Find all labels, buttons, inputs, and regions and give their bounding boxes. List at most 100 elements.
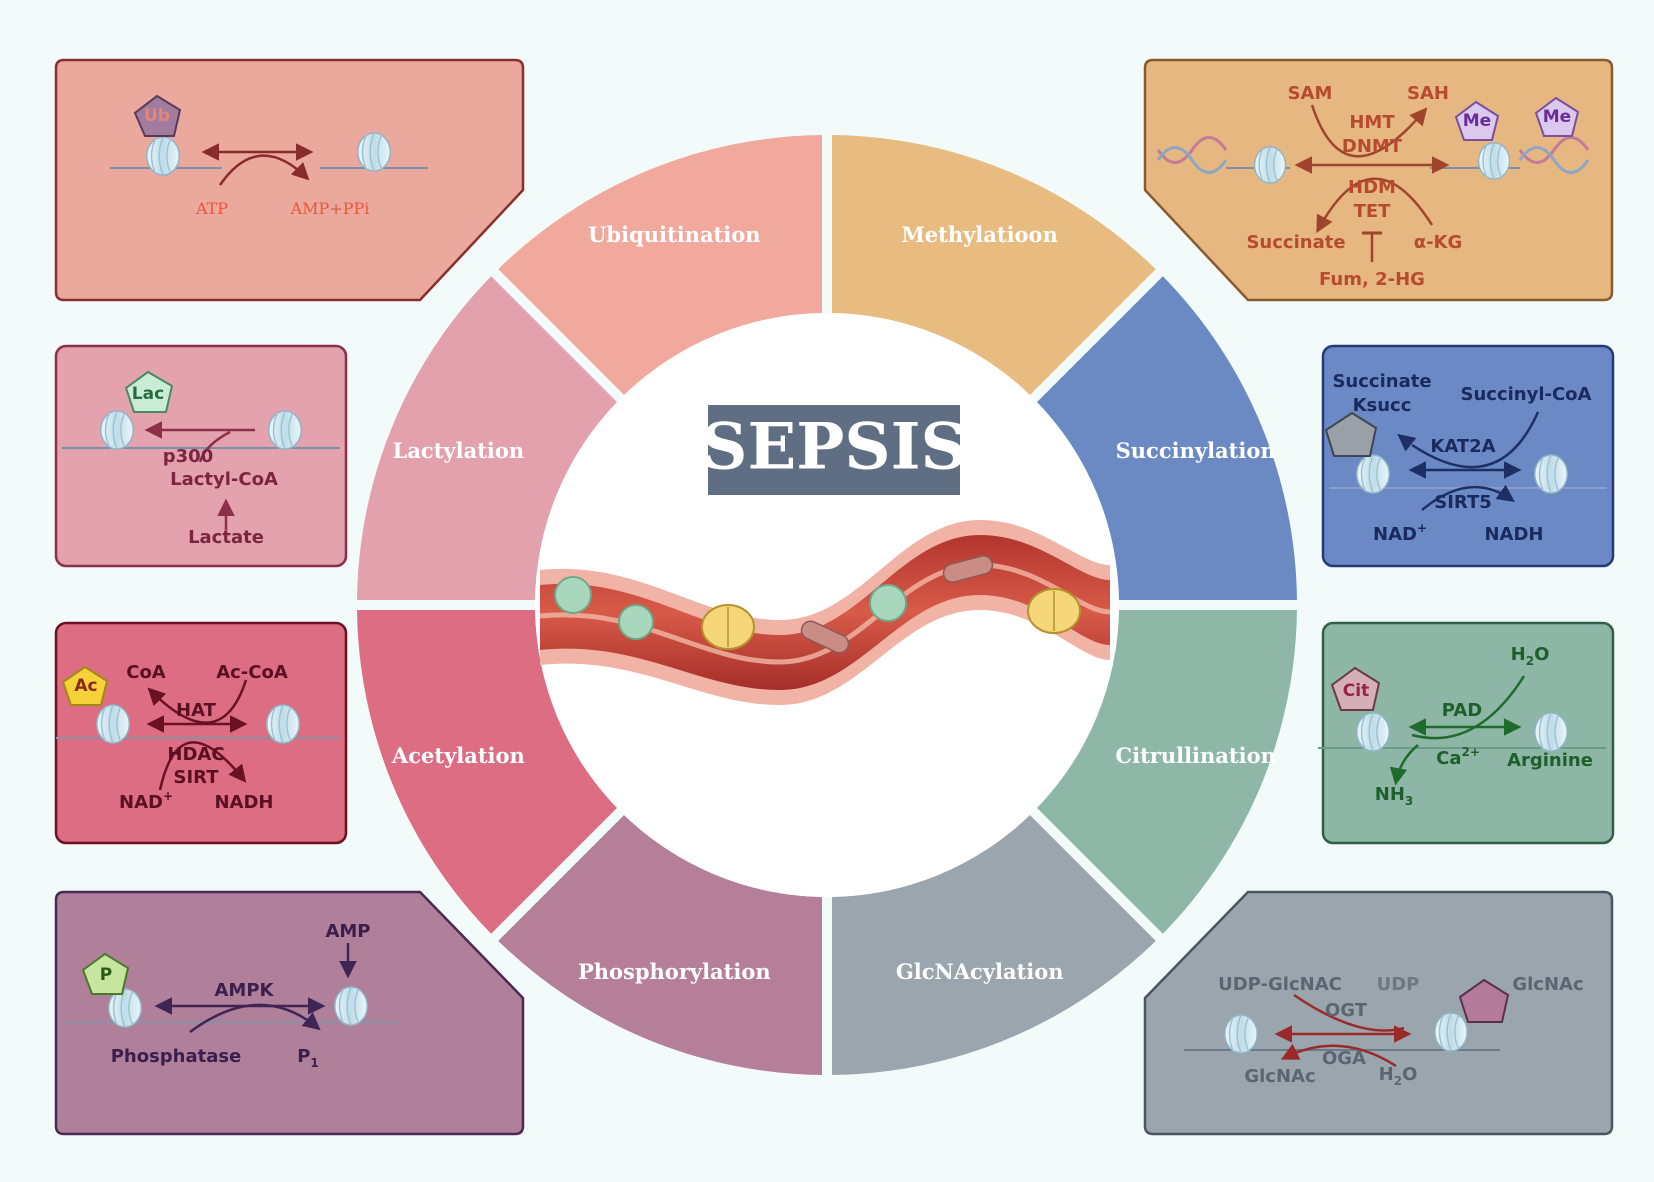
cit-ammonia-label: NH3 [1375,784,1414,808]
citrullination-diagram: Cit H2O PAD Ca2+ Arginine NH3 [1318,644,1606,808]
wheel-segment-methylation [831,135,1156,396]
svg-text:Cit: Cit [1343,681,1369,701]
svg-text:Lac: Lac [132,384,164,404]
bacterium-green [869,584,907,622]
bacterium-green [554,576,592,614]
methylation-diagram: Me Me SAM SAH HMT DNMT HDM TET Succinate… [1156,83,1590,290]
cit-pentagon-icon: Cit [1330,666,1381,711]
ac-nadh-label: NADH [214,792,273,813]
glc-udpglcnac-label: UDP-GlcNAC [1218,974,1342,995]
ptm-wheel: Ubiquitination MethylatioonSuccinylationC… [357,135,1297,1075]
glcnacylation-diagram: UDP-GlcNAC UDP OGT OGA GlcNAc H2O GlcNAc [1184,974,1584,1088]
p-pi-label: P1 [297,1046,319,1070]
phosphorylation-diagram: P AMP AMPK Phosphatase P1 [64,921,400,1070]
succ-pentagon-icon [1324,411,1378,457]
glcnacylation-panel [1143,890,1614,1136]
rod-bacterium [800,620,850,654]
wheel-label-citrullination: Citrullination [1115,743,1275,768]
acetylation-panel [54,621,348,845]
succ-kat2a-label: KAT2A [1430,436,1495,457]
glc-water-label: H2O [1379,1064,1418,1088]
lac-pentagon-icon: Lac [124,370,174,413]
ac-sirt-label: SIRT [174,767,220,788]
p-amp-label: AMP [325,921,370,942]
lac-source-label: Lactate [188,527,264,548]
wheel-label-glcnacylation: GlcNAcylation [896,959,1064,984]
svg-text:Me: Me [1463,111,1491,131]
p-pentagon-icon: P [81,952,130,995]
me-tet-label: TET [1354,201,1392,222]
ac-coa-label: CoA [126,662,166,683]
glc-udp-label: UDP [1377,974,1420,995]
succ-ksucc-label: Ksucc [1353,395,1412,416]
me-dnmt-label: DNMT [1342,136,1403,157]
succinylation-diagram: Succinate Ksucc Succinyl-CoA KAT2A SIRT5… [1324,371,1606,545]
succ-nad-label: NAD+ [1373,521,1427,545]
svg-text:Ub: Ub [144,106,170,126]
cit-arginine-label: Arginine [1507,750,1593,771]
wheel-label-acetylation: Acetylation [391,743,525,768]
cit-water-label: H2O [1511,644,1550,668]
wheel-segment-citrullination [1036,609,1297,934]
ub-pentagon-icon: Ub [133,94,182,137]
me-succinate-label: Succinate [1246,232,1345,253]
wheel-label-ubiquitination: Ubiquitination [588,222,760,247]
me-hmt-label: HMT [1349,112,1395,133]
glcnac-pentagon-icon [1458,978,1510,1023]
me-pentagon-icon: Me [1454,100,1500,141]
ubiquitination-panel [54,58,525,302]
glc-oga-label: OGA [1322,1048,1366,1069]
yellow-cell [1027,588,1081,634]
p-phosphatase-label: Phosphatase [111,1046,242,1067]
cit-calcium-label: Ca2+ [1436,745,1480,769]
svg-text:P: P [100,965,112,985]
glc-ogt-label: OGT [1325,1000,1368,1021]
wheel-segment-lactylation [357,276,618,601]
wheel-segment-acetylation [357,609,618,934]
wheel-label-succinylation: Succinylation [1116,438,1276,463]
me-inhibitor-label: Fum, 2-HG [1319,269,1425,290]
succ-succinate-label: Succinate [1332,371,1431,392]
ac-pentagon-icon: Ac [61,665,109,706]
wheel-label-lactylation: Lactylation [393,438,525,463]
cit-pad-label: PAD [1442,700,1482,721]
wheel-segment-ubiquitination [498,135,823,396]
dna-helix-icon [1518,136,1590,174]
ubiquitination-diagram: Ub ATP AMP+PPi [110,94,428,218]
yellow-cell [701,604,755,650]
lac-p300-label: p300 [163,446,213,467]
succ-nadh-label: NADH [1484,524,1543,545]
acetylation-diagram: Ac CoA Ac-CoA HAT HDAC SIRT NAD+ NADH [56,662,340,813]
lactylation-diagram: Lac p300 Lactyl-CoA Lactate [62,370,340,548]
blood-vessel [539,520,1111,705]
glc-glcnac-bottom-label: GlcNAc [1244,1066,1315,1087]
p-ampk-label: AMPK [215,980,275,1001]
svg-text:Me: Me [1543,107,1571,127]
title-box [708,405,960,495]
me-akg-label: α-KG [1414,232,1463,253]
me-pentagon-icon: Me [1534,96,1580,137]
lactylation-panel [54,344,348,568]
lac-donor-label: Lactyl-CoA [170,469,278,490]
ac-nad-label: NAD+ [119,789,173,813]
ub-left-label: ATP [195,199,228,218]
dna-helix-icon [1156,136,1228,174]
succ-sirt5-label: SIRT5 [1434,492,1492,513]
succinylation-panel [1321,344,1615,568]
page-title: SEPSIS [701,410,967,485]
wheel-segment-glcnacylation [831,814,1156,1075]
ub-right-label: AMP+PPi [290,199,370,218]
rod-bacterium [942,555,994,583]
bacterium-green [618,604,654,640]
wheel-label-methylation: Methylatioon [902,222,1058,247]
ac-hdac-label: HDAC [167,744,224,765]
wheel-segment-succinylation [1036,276,1297,601]
me-hdm-label: HDM [1348,177,1396,198]
succ-succinylcoa-label: Succinyl-CoA [1461,384,1592,405]
ac-accoa-label: Ac-CoA [216,662,288,683]
glc-glcnac-mark-label: GlcNAc [1512,974,1583,995]
ac-hat-label: HAT [176,700,217,721]
center-circle [535,313,1119,897]
svg-text:Ac: Ac [74,676,97,696]
